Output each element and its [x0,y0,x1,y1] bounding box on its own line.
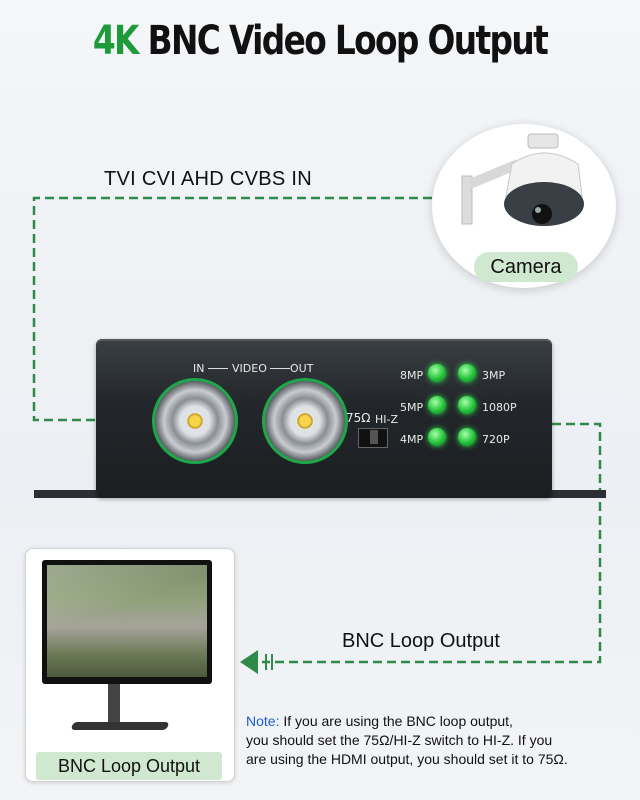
page-title: 4K BNC Video Loop Output [58,18,583,64]
switch-knob[interactable] [370,430,378,444]
out-label: OUT [290,362,314,375]
video-label: VIDEO [232,362,267,375]
label-rule [270,368,290,369]
note-label: Note: [246,713,280,729]
led-1080p-icon [458,396,476,414]
bnc-out-connector [262,378,348,464]
monitor-foot [70,722,170,730]
led-5mp-icon [428,396,446,414]
input-signal-label: TVI CVI AHD CVBS IN [104,168,312,190]
usage-note: Note: If you are using the BNC loop outp… [246,712,626,769]
monitor-stand [108,684,120,724]
impedance-label: 75Ω [346,411,371,425]
hiz-label: HI-Z [375,413,399,426]
title-text: BNC Video Loop Output [137,18,549,64]
bnc-out-pin [296,412,314,430]
indicator-label-8mp: 8MP [400,369,424,382]
in-label: IN [193,362,205,375]
dome-camera-icon [461,133,584,226]
indicator-label-720p: 720P [482,433,510,446]
led-720p-icon [458,428,476,446]
loop-output-label: BNC Loop Output [342,630,500,652]
led-3mp-icon [458,364,476,382]
note-line-2: you should set the 75Ω/HI-Z switch to HI… [246,732,553,748]
output-arrow-icon [240,650,258,674]
indicator-label-3mp: 3MP [482,369,506,382]
input-path [32,196,432,422]
indicator-label-1080p: 1080P [482,401,517,414]
indicator-label-4mp: 4MP [400,433,424,446]
led-8mp-icon [428,364,446,382]
label-rule [208,368,228,369]
monitor-image [47,565,207,677]
note-line-3: are using the HDMI output, you should se… [246,751,568,767]
output-path [262,422,602,664]
led-4mp-icon [428,428,446,446]
note-line-1: If you are using the BNC loop output, [279,713,513,729]
indicator-label-5mp: 5MP [400,401,424,414]
monitor-label: BNC Loop Output [36,752,222,780]
camera-label: Camera [474,252,578,282]
bnc-in-pin [186,412,204,430]
title-accent: 4K [92,18,140,64]
